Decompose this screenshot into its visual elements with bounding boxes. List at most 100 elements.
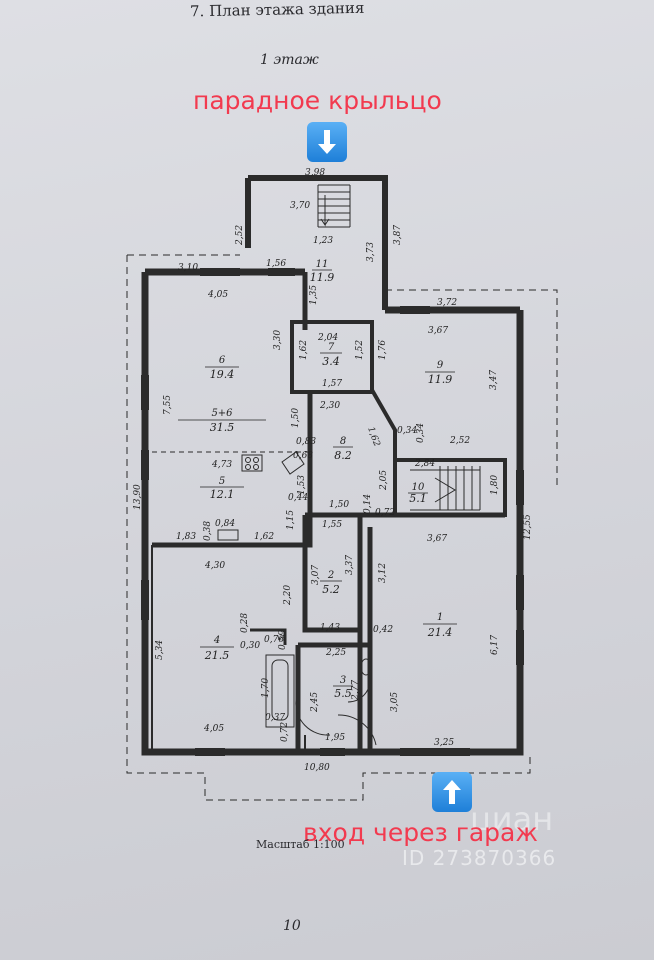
dim-bath-d: 0,59 [278, 630, 288, 650]
room-7-number: 7 [328, 342, 335, 353]
dim-hall-mid: 2,30 [319, 401, 340, 411]
dim-stair-offset-b: 0,34 [416, 423, 426, 443]
floor-label: 1 этаж [260, 52, 319, 68]
dim-room1-right: 6,17 [490, 635, 500, 655]
dim-sink-width: 0,84 [215, 519, 235, 529]
dim-room3-left: 2,45 [310, 692, 320, 713]
dim-room1-left-bottom: 3,05 [390, 692, 400, 712]
dim-bath-e: 0,37 [265, 713, 285, 723]
dim-diagonal: 1,62 [365, 426, 381, 449]
dim-bath-f: 0,72 [280, 722, 290, 742]
dim-stove: 0,68 [293, 451, 313, 461]
dim-top-mid: 1,56 [266, 259, 286, 269]
dim-bath-b: 0,30 [240, 641, 260, 651]
room-3-area: 5.5 [334, 687, 352, 700]
dim-total-bottom: 10,80 [304, 763, 330, 773]
dim-room2-right: 3,37 [345, 555, 355, 575]
room-9-number: 9 [437, 360, 444, 371]
room-7-area: 3.4 [322, 355, 340, 368]
room-10-number: 10 [412, 482, 425, 493]
room-3-number: 3 [340, 675, 346, 686]
room-6-area: 19.4 [210, 368, 235, 381]
dim-stair-top: 2,84 [414, 459, 435, 469]
dim-room2-bottom: 1,43 [320, 623, 340, 633]
dim-total-right: 12,55 [523, 514, 533, 540]
dim-room6-top: 4,05 [207, 290, 228, 300]
dim-room4-left: 5,34 [155, 640, 165, 660]
dim-porch-width: 3,98 [305, 168, 325, 178]
room-4-area: 21.5 [204, 649, 230, 662]
dim-room9-left: 1,76 [378, 340, 388, 360]
dim-room3-right: 2,77 [351, 680, 361, 701]
watermark-logo: циан [470, 800, 554, 838]
dim-stair-height: 1,80 [490, 475, 500, 495]
room-6-number: 6 [219, 355, 226, 366]
dim-porch-outer: 3,87 [393, 225, 403, 245]
dim-room9-bottom: 2,52 [449, 436, 470, 446]
room-2-number: 2 [327, 570, 334, 581]
room-2-area: 5.2 [322, 583, 340, 596]
dim-bath-c: 0,76 [264, 635, 284, 645]
room-5-6-area: 31.5 [210, 421, 235, 434]
dim-top-right: 3,72 [437, 298, 457, 308]
room-5-6-number: 5+6 [211, 408, 233, 419]
scale-label: Масштаб 1:100 [256, 838, 345, 851]
room-11-number: 11 [316, 259, 329, 270]
room-5-number: 5 [219, 476, 225, 487]
dim-room6-right: 3,30 [273, 330, 283, 350]
dim-room3-top: 2,25 [325, 648, 346, 658]
room-4-number: 4 [213, 635, 220, 646]
dim-room5-top: 4,73 [211, 460, 232, 470]
dim-room4-top: 4,30 [204, 561, 225, 571]
dim-room1-top: 3,67 [427, 534, 447, 544]
up-arrow-icon [432, 772, 472, 812]
room-1-area: 21.4 [427, 626, 453, 639]
room-8-area: 8.2 [334, 449, 352, 462]
dim-room7-bottom: 1,57 [322, 379, 342, 389]
dim-room5-sink: 0,38 [203, 521, 213, 541]
dim-room5-right: 1,53 [297, 475, 307, 495]
dim-total-left: 13,90 [133, 484, 143, 510]
dim-room7-right: 1,52 [355, 340, 365, 360]
room-11-area: 11.9 [310, 271, 335, 284]
dim-room9-top: 3,67 [428, 326, 448, 336]
dim-room2-top: 1,55 [322, 520, 342, 530]
dim-hall-bottom: 1,50 [329, 500, 349, 510]
front-porch-label: парадное крыльцо [193, 86, 442, 115]
dim-room9-right: 3,47 [489, 370, 499, 390]
dim-room5-bottom-left: 1,83 [176, 532, 196, 542]
dim-room7-top: 2,04 [317, 333, 338, 343]
dim-room5-bottom-right: 1,62 [254, 532, 274, 542]
dim-kitchen-gap: 0,83 [296, 437, 316, 447]
dim-room4-bottom: 4,05 [203, 724, 224, 734]
dim-room1-left-top: 3,12 [378, 563, 388, 583]
dim-porch-inner: 1,23 [313, 236, 333, 246]
room-9-area: 11.9 [428, 373, 453, 386]
dim-room7-left: 1,62 [299, 340, 309, 360]
dim-thin-a: 0,14 [363, 494, 373, 514]
dim-thin-b: 0,72 [375, 508, 395, 518]
dim-stair-offset-a: 0,34 [397, 426, 417, 436]
dim-kitchen-wall: 1,50 [291, 408, 301, 428]
dim-hall-top: 1,35 [309, 285, 319, 305]
room-5-area: 12.1 [210, 488, 235, 501]
down-arrow-icon [307, 122, 347, 162]
dim-porch-stairs: 3,70 [290, 201, 310, 211]
room-10-area: 5.1 [409, 492, 427, 505]
dim-porch-right: 3,73 [366, 242, 376, 262]
listing-id-watermark: ID 273870366 [402, 846, 557, 870]
dim-room8-right: 2,05 [379, 470, 389, 491]
dim-room4-right: 2,20 [283, 585, 293, 606]
room-1-number: 1 [437, 612, 443, 623]
dim-room1-gap: 0,42 [373, 625, 393, 635]
dim-room2-left: 3,07 [311, 565, 321, 585]
dim-room1-bottom: 3,25 [434, 738, 454, 748]
dim-room3-bottom: 1,95 [325, 733, 345, 743]
room-8-number: 8 [340, 436, 346, 447]
dim-porch-left: 2,52 [235, 225, 245, 246]
dim-room5-small: 0,44 [288, 493, 308, 503]
dim-room56-left: 7,55 [163, 395, 173, 415]
dim-bath-a: 0,28 [240, 613, 250, 633]
